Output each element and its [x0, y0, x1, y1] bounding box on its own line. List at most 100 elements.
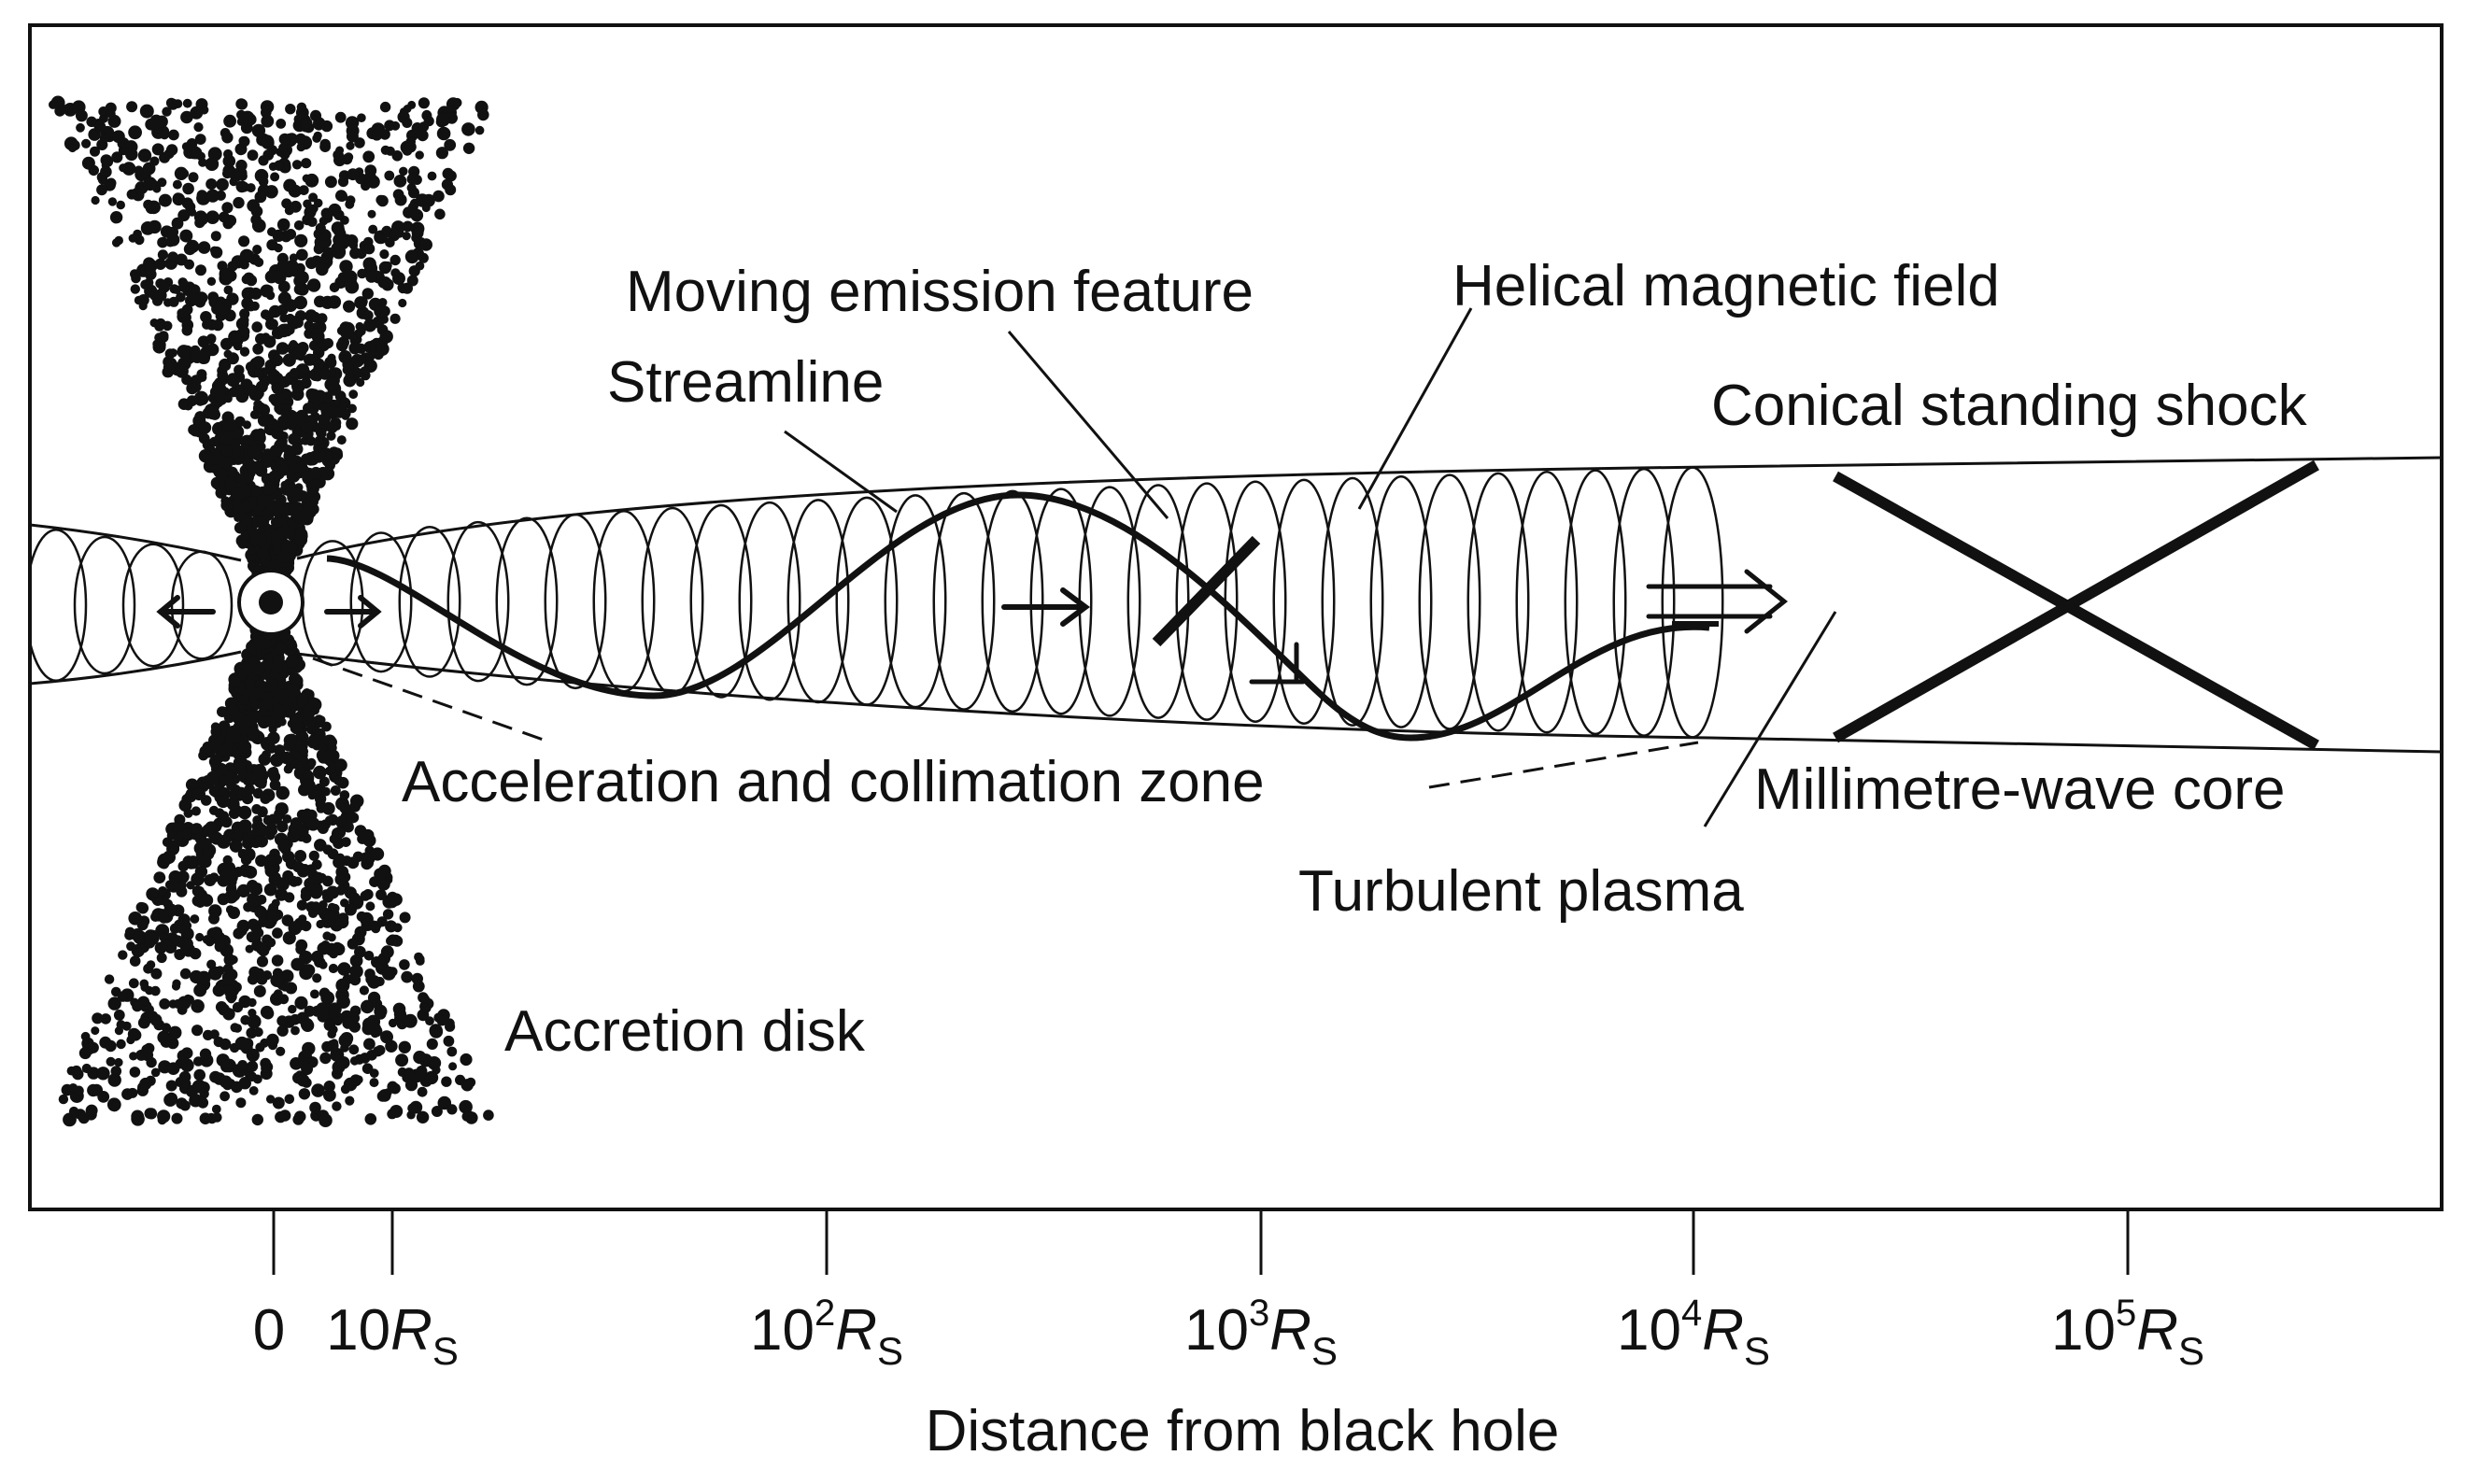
disk-particle — [260, 100, 275, 114]
disk-particle — [317, 313, 328, 324]
disk-particle — [218, 775, 229, 786]
disk-particle — [178, 799, 192, 813]
disk-particle — [422, 193, 435, 207]
disk-particle — [137, 148, 152, 163]
disk-particle — [366, 1050, 377, 1061]
disk-particle — [306, 389, 321, 403]
disk-particle — [385, 920, 398, 933]
disk-particle — [276, 785, 290, 800]
disk-particle — [322, 912, 336, 927]
disk-particle — [219, 720, 228, 730]
disk-particle — [150, 968, 163, 980]
disk-particle — [91, 195, 100, 205]
disk-particle — [349, 794, 364, 809]
disk-particle — [390, 313, 401, 324]
disk-particle — [460, 1079, 474, 1092]
label-accel-zone: Acceleration and collimation zone — [402, 750, 1265, 814]
disk-particle — [248, 1009, 257, 1018]
disk-particle — [240, 500, 253, 513]
disk-particle — [168, 1025, 182, 1039]
disk-particle — [181, 325, 193, 336]
disk-particle — [219, 1075, 233, 1089]
disk-particle — [336, 1056, 350, 1069]
disk-particle — [435, 147, 448, 160]
disk-particle — [85, 1104, 98, 1117]
disk-particle — [408, 187, 419, 199]
disk-particle — [241, 274, 251, 285]
disk-particle — [135, 1049, 148, 1061]
disk-particle — [304, 1005, 316, 1017]
disk-particle — [316, 1002, 329, 1015]
disk-particle — [241, 1038, 254, 1050]
disk-particle — [237, 1060, 248, 1070]
disk-particle — [108, 998, 120, 1010]
disk-particle — [191, 823, 203, 835]
disk-particle — [270, 172, 280, 182]
disk-particle — [118, 950, 128, 960]
disk-particle — [284, 892, 295, 903]
disk-particle — [294, 996, 308, 1010]
disk-particle — [184, 259, 194, 270]
disk-particle — [208, 912, 220, 925]
disk-particle — [130, 284, 140, 294]
disk-particle — [227, 882, 236, 891]
disk-particle — [303, 964, 316, 977]
disk-particle — [221, 445, 234, 457]
disk-particle — [278, 994, 290, 1005]
disk-particle — [361, 918, 375, 931]
helix-loop — [592, 510, 656, 693]
disk-particle — [281, 198, 292, 209]
disk-particle — [227, 261, 238, 272]
disk-particle — [190, 914, 200, 924]
disk-particle — [431, 1106, 443, 1117]
disk-particle — [333, 856, 345, 869]
disk-particle — [342, 1017, 354, 1029]
disk-particle — [404, 141, 417, 153]
disk-particle — [221, 361, 232, 371]
disk-particle — [96, 184, 107, 196]
disk-particle — [137, 1016, 150, 1029]
disk-particle — [181, 938, 193, 950]
disk-particle — [109, 1101, 120, 1112]
disk-particle — [316, 919, 325, 929]
disk-particle — [153, 871, 166, 883]
disk-particle — [217, 862, 232, 877]
disk-particle — [460, 1053, 473, 1067]
disk-particle — [333, 241, 345, 254]
disk-particle — [207, 147, 222, 162]
disk-particle — [305, 817, 320, 831]
disk-particle — [424, 1070, 439, 1085]
disk-particle — [187, 292, 201, 306]
disk-particle — [285, 754, 295, 764]
tick-label-0: 0 — [253, 1298, 285, 1363]
disk-particle — [190, 106, 204, 120]
disk-particle — [274, 744, 286, 756]
disk-particle — [340, 326, 354, 340]
disk-particle — [150, 1016, 161, 1026]
disk-particle — [254, 257, 264, 267]
disk-particle — [197, 857, 206, 867]
disk-particle — [346, 417, 359, 431]
disk-particle — [349, 1056, 360, 1066]
disk-particle — [240, 866, 251, 878]
disk-particle — [195, 932, 205, 942]
disk-particle — [170, 871, 182, 883]
disk-particle — [233, 927, 245, 940]
counter-helix-loop — [170, 550, 234, 660]
disk-particle — [416, 1065, 428, 1078]
disk-particle — [223, 148, 234, 160]
disk-particle — [376, 916, 388, 927]
disk-particle — [127, 1087, 138, 1098]
disk-particle — [293, 527, 308, 542]
disk-particle — [179, 968, 191, 980]
disk-particle — [265, 699, 276, 709]
disk-particle — [334, 758, 347, 772]
disk-particle — [322, 338, 333, 349]
disk-particle — [361, 999, 375, 1014]
disk-particle — [344, 152, 354, 163]
disk-particle — [356, 377, 365, 388]
disk-particle — [254, 168, 269, 183]
disk-particle — [258, 701, 268, 712]
disk-particle — [223, 954, 236, 967]
disk-particle — [335, 885, 347, 896]
